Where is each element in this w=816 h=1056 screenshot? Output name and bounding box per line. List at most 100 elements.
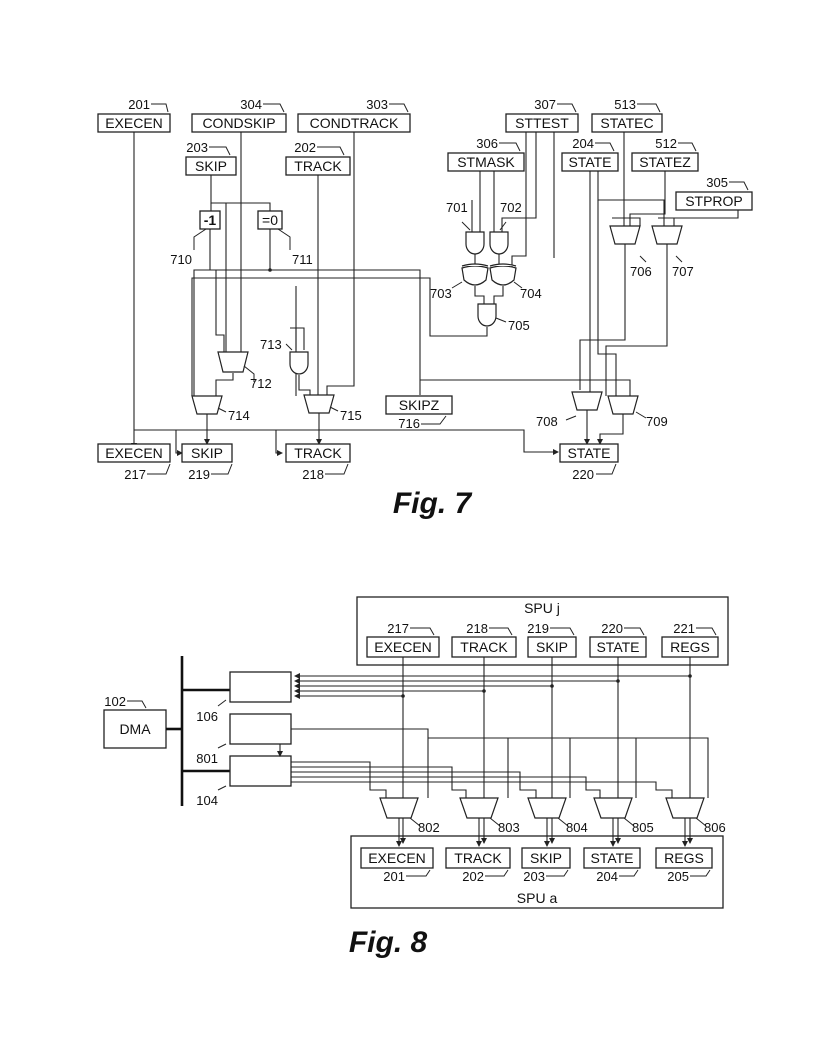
- spu-a-register-regs: REGS 205: [655, 847, 713, 884]
- svg-text:EXECEN: EXECEN: [105, 115, 163, 131]
- mux-715: 715: [303, 394, 362, 423]
- svg-text:220: 220: [572, 467, 594, 482]
- svg-text:803: 803: [498, 820, 520, 835]
- input-track-202: TRACK 202: [285, 140, 351, 176]
- input-state-204: STATE 204: [561, 136, 619, 172]
- mux-707: 707: [651, 225, 694, 279]
- spu-a-register-skip: SKIP 203: [521, 847, 571, 884]
- svg-text:706: 706: [630, 264, 652, 279]
- decrement-block-710: -1 710: [170, 210, 221, 267]
- svg-text:303: 303: [366, 97, 388, 112]
- spu-j-register-track: TRACK 218: [451, 621, 517, 658]
- svg-text:712: 712: [250, 376, 272, 391]
- xor-gate-703: 703: [430, 263, 489, 301]
- svg-text:801: 801: [196, 751, 218, 766]
- svg-text:106: 106: [196, 709, 218, 724]
- svg-text:218: 218: [302, 467, 324, 482]
- spu-a-register-execen: EXECEN 201: [360, 847, 434, 884]
- figure-7: EXECEN 201 CONDSKIP 304 CONDTRACK 303 SK…: [97, 97, 753, 520]
- svg-text:REGS: REGS: [664, 850, 704, 866]
- svg-text:CONDTRACK: CONDTRACK: [310, 115, 399, 131]
- svg-text:307: 307: [534, 97, 556, 112]
- input-statec-513: STATEC 513: [591, 97, 663, 133]
- svg-text:703: 703: [430, 286, 452, 301]
- input-condtrack-303: CONDTRACK 303: [297, 97, 411, 133]
- svg-text:221: 221: [673, 621, 695, 636]
- svg-text:219: 219: [188, 467, 210, 482]
- zero-test-block-711: =0 711: [257, 210, 313, 267]
- svg-text:512: 512: [655, 136, 677, 151]
- svg-text:STTEST: STTEST: [515, 115, 569, 131]
- spu-a-register-state: STATE 204: [583, 847, 641, 884]
- figure-8-caption: Fig. 8: [349, 926, 428, 959]
- mux-804: 804: [527, 797, 588, 847]
- svg-text:EXECEN: EXECEN: [368, 850, 426, 866]
- input-statez-512: STATEZ 512: [631, 136, 699, 172]
- svg-text:218: 218: [466, 621, 488, 636]
- svg-text:SKIP: SKIP: [530, 850, 562, 866]
- and-gate-701: 701: [446, 200, 485, 255]
- mux-708: 708: [536, 391, 603, 429]
- and-gate-702: 702: [489, 200, 522, 255]
- mux-802: 802: [379, 797, 440, 847]
- svg-text:REGS: REGS: [670, 639, 710, 655]
- output-track-218: TRACK 218: [285, 443, 351, 482]
- svg-text:710: 710: [170, 252, 192, 267]
- svg-text:TRACK: TRACK: [294, 445, 342, 461]
- block-104-to-mux-lines: [291, 761, 673, 798]
- spu-j-register-state: STATE 220: [589, 621, 647, 658]
- svg-text:STATE: STATE: [590, 850, 633, 866]
- spu-j-to-106-lines: [294, 657, 693, 844]
- and-gate-705: 705: [477, 303, 530, 333]
- and-gate-713: 713: [260, 337, 309, 375]
- spu-j-register-regs: REGS 221: [661, 621, 719, 658]
- svg-text:TRACK: TRACK: [454, 850, 502, 866]
- output-execen-217: EXECEN 217: [97, 443, 171, 482]
- svg-text:219: 219: [527, 621, 549, 636]
- svg-text:204: 204: [596, 869, 618, 884]
- svg-text:STATEZ: STATEZ: [639, 154, 691, 170]
- svg-text:EXECEN: EXECEN: [374, 639, 432, 655]
- svg-text:STATE: STATE: [596, 639, 639, 655]
- svg-text:705: 705: [508, 318, 530, 333]
- svg-text:701: 701: [446, 200, 468, 215]
- svg-text:203: 203: [523, 869, 545, 884]
- svg-text:708: 708: [536, 414, 558, 429]
- mux-806: 806: [665, 797, 726, 847]
- svg-text:STPROP: STPROP: [685, 193, 743, 209]
- svg-text:204: 204: [572, 136, 594, 151]
- svg-text:804: 804: [566, 820, 588, 835]
- mux-805: 805: [593, 797, 654, 847]
- svg-text:806: 806: [704, 820, 726, 835]
- input-condskip-304: CONDSKIP 304: [191, 97, 287, 133]
- svg-text:104: 104: [196, 793, 218, 808]
- svg-text:=0: =0: [262, 212, 278, 228]
- svg-text:EXECEN: EXECEN: [105, 445, 163, 461]
- svg-text:217: 217: [387, 621, 409, 636]
- svg-text:-1: -1: [204, 212, 217, 228]
- input-sttest-307: STTEST 307: [505, 97, 579, 133]
- svg-text:SKIP: SKIP: [191, 445, 223, 461]
- mux-712: 712: [217, 351, 272, 391]
- svg-text:203: 203: [186, 140, 208, 155]
- svg-text:STMASK: STMASK: [457, 154, 515, 170]
- svg-text:STATEC: STATEC: [600, 115, 653, 131]
- svg-text:201: 201: [383, 869, 405, 884]
- svg-text:SKIPZ: SKIPZ: [399, 397, 440, 413]
- svg-text:709: 709: [646, 414, 668, 429]
- svg-text:TRACK: TRACK: [460, 639, 508, 655]
- svg-text:SKIP: SKIP: [195, 158, 227, 174]
- svg-text:707: 707: [672, 264, 694, 279]
- svg-text:715: 715: [340, 408, 362, 423]
- figure-8: SPU j SPU a EXECEN 217 TRACK 218 SKIP 21…: [103, 596, 729, 959]
- svg-text:713: 713: [260, 337, 282, 352]
- block-801: 801: [196, 713, 292, 766]
- svg-text:306: 306: [476, 136, 498, 151]
- svg-text:220: 220: [601, 621, 623, 636]
- svg-text:704: 704: [520, 286, 542, 301]
- svg-text:702: 702: [500, 200, 522, 215]
- svg-text:304: 304: [240, 97, 262, 112]
- skipz-register-716: SKIPZ 716: [385, 395, 453, 431]
- svg-text:SKIP: SKIP: [536, 639, 568, 655]
- select-lines-801: [291, 728, 709, 798]
